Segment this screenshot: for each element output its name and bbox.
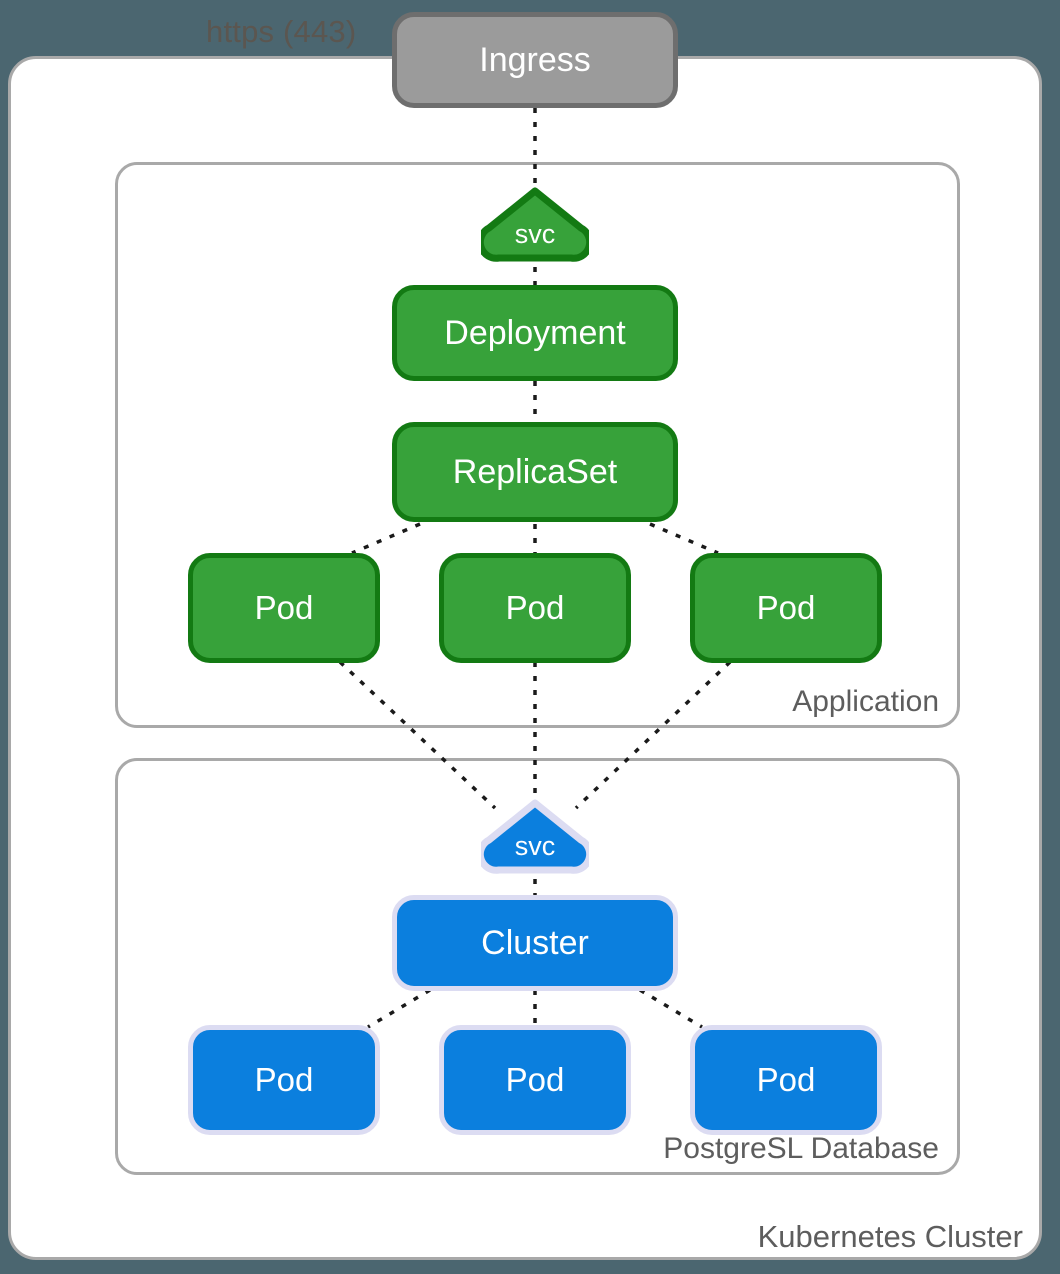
node-db-pod-1-label: Pod xyxy=(254,1061,314,1098)
node-app-pod-2-label: Pod xyxy=(505,589,565,626)
node-ingress-label: Ingress xyxy=(479,40,591,79)
node-ingress[interactable]: Ingress xyxy=(392,12,678,108)
protocol-label: https (443) xyxy=(206,14,357,49)
service-pentagon-icon xyxy=(481,187,589,262)
node-app-pod-1[interactable]: Pod xyxy=(188,553,380,663)
node-deployment[interactable]: Deployment xyxy=(392,285,678,381)
node-app-service[interactable]: svc xyxy=(481,186,589,266)
service-pentagon-icon xyxy=(481,799,589,874)
node-db-cluster-label: Cluster xyxy=(481,923,589,962)
application-group-caption: Application xyxy=(792,685,939,718)
node-db-pod-2-label: Pod xyxy=(505,1061,565,1098)
node-app-pod-3[interactable]: Pod xyxy=(690,553,882,663)
node-replicaset-label: ReplicaSet xyxy=(452,452,618,491)
node-app-pod-2[interactable]: Pod xyxy=(439,553,631,663)
database-group-caption: PostgreSL Database xyxy=(663,1132,939,1165)
node-db-pod-3[interactable]: Pod xyxy=(690,1025,882,1135)
node-app-pod-1-label: Pod xyxy=(254,589,314,626)
node-db-pod-1[interactable]: Pod xyxy=(188,1025,380,1135)
node-db-cluster[interactable]: Cluster xyxy=(392,895,678,991)
node-deployment-label: Deployment xyxy=(444,313,626,352)
node-db-pod-2[interactable]: Pod xyxy=(439,1025,631,1135)
node-db-service[interactable]: svc xyxy=(481,798,589,878)
node-replicaset[interactable]: ReplicaSet xyxy=(392,422,678,522)
kubernetes-cluster-caption: Kubernetes Cluster xyxy=(757,1219,1023,1254)
node-app-pod-3-label: Pod xyxy=(756,589,816,626)
node-db-pod-3-label: Pod xyxy=(756,1061,816,1098)
